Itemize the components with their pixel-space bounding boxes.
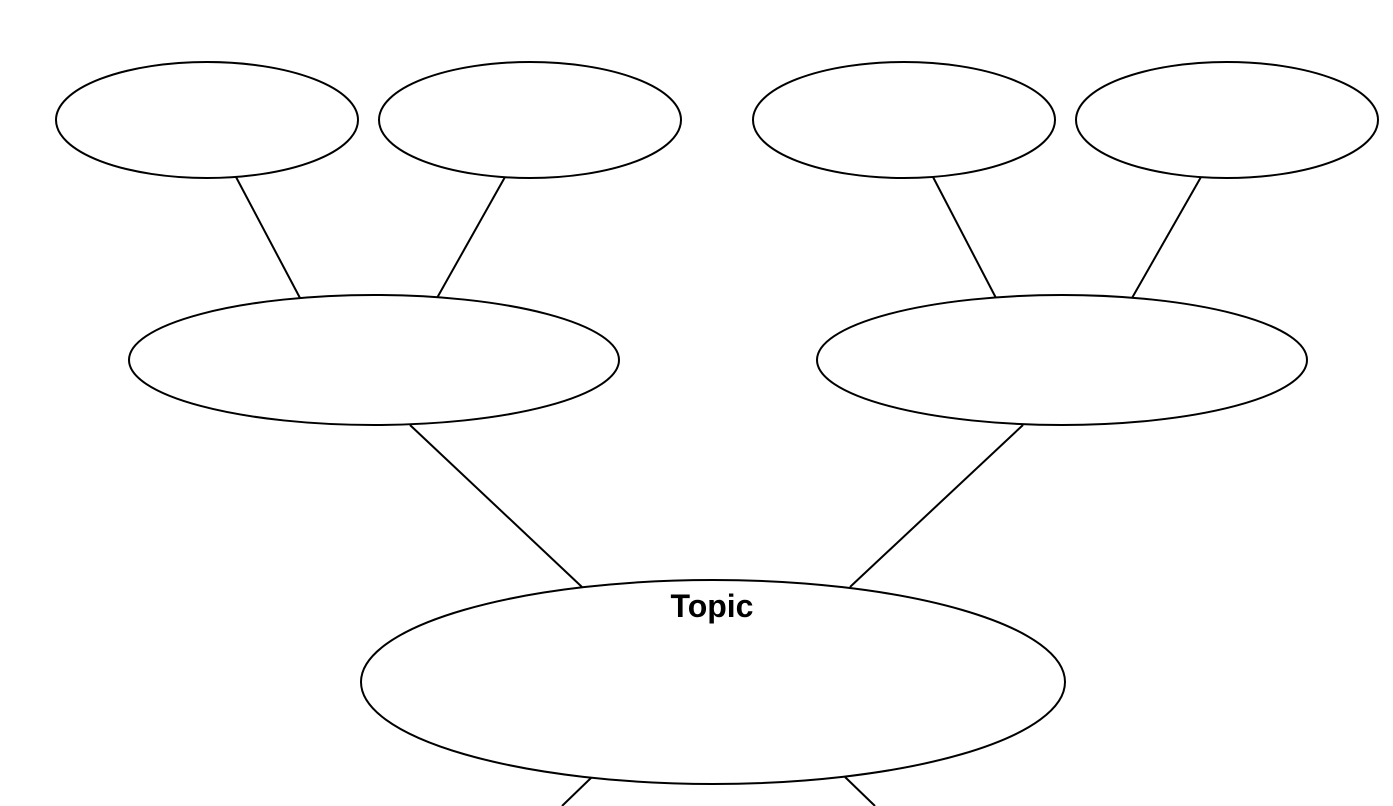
topic-node[interactable] bbox=[360, 579, 1066, 785]
leaf-node-1[interactable] bbox=[55, 61, 359, 179]
connector-leaf2-left-mid bbox=[436, 176, 506, 299]
connector-leaf4-right-mid bbox=[1131, 176, 1202, 299]
connector-leaf3-right-mid bbox=[932, 176, 997, 299]
mid-node-right[interactable] bbox=[816, 294, 1308, 426]
leaf-node-3[interactable] bbox=[752, 61, 1056, 179]
leaf-node-2[interactable] bbox=[378, 61, 682, 179]
connector-left-mid-topic bbox=[409, 424, 583, 588]
topic-label: Topic bbox=[670, 588, 754, 624]
connector-topic-down-left bbox=[561, 776, 593, 806]
connector-topic-down-right bbox=[844, 776, 876, 806]
connector-right-mid-topic bbox=[849, 424, 1024, 588]
leaf-node-4[interactable] bbox=[1075, 61, 1379, 179]
connector-leaf1-left-mid bbox=[235, 176, 301, 299]
mid-node-left[interactable] bbox=[128, 294, 620, 426]
